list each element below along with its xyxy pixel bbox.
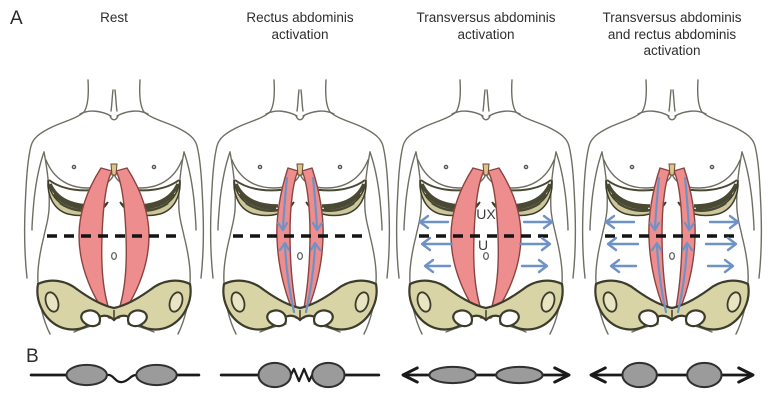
- muscle-schematic: [589, 361, 755, 389]
- nipple-right: [709, 164, 715, 170]
- nipple-left: [629, 164, 635, 170]
- sternal-notch: [109, 115, 119, 121]
- schematic-rectus-activation: [219, 361, 381, 389]
- nipple-right: [337, 164, 343, 170]
- tendon-top: [668, 163, 676, 176]
- row-a-label: A: [10, 8, 23, 29]
- panel-title: Rest: [100, 10, 128, 25]
- horizontal-outward-arrows: [604, 214, 740, 274]
- pectoral-left: [45, 159, 115, 189]
- pectoral-right: [485, 159, 555, 189]
- sternal-notch: [667, 115, 677, 121]
- nipple-right: [523, 164, 529, 170]
- torso-illustration: [23, 79, 205, 335]
- clavicle-left: [637, 110, 670, 117]
- clavicle-left: [79, 110, 112, 117]
- tendon-top: [110, 163, 118, 176]
- sternal-notch: [481, 115, 491, 121]
- panel-title: Transversus abdominis and rectus abdomin…: [602, 10, 742, 59]
- clavicle-right: [116, 110, 149, 117]
- clavicle-right: [674, 110, 707, 117]
- overlay-label-top: UX: [476, 206, 496, 222]
- condition-panel-3: Transversus abdominis activation: [393, 0, 579, 413]
- torso-illustration: UX U: [395, 79, 577, 335]
- torso-illustration: [209, 79, 391, 335]
- schematic-rest: [29, 363, 201, 387]
- schematic-transversus-activation: [401, 365, 571, 385]
- ribs-left: [605, 179, 667, 217]
- pelvis: [408, 279, 564, 331]
- clavicle-right: [302, 110, 335, 117]
- sternal-notch: [295, 115, 305, 121]
- nipple-right: [151, 164, 157, 170]
- ribs-right: [305, 179, 367, 217]
- condition-panel-4: Transversus abdominis and rectus abdomin…: [579, 0, 765, 413]
- condition-panel-1: Rest: [21, 0, 207, 413]
- pectoral-right: [113, 159, 183, 189]
- horizontal-outward-arrows: [418, 214, 554, 274]
- row-b-label: B: [26, 346, 39, 367]
- muscle-schematic: [29, 363, 201, 387]
- condition-panel-2: Rectus abdominis activation: [207, 0, 393, 413]
- muscle-schematic: [219, 361, 381, 389]
- overlay-label-bottom: U: [478, 237, 488, 253]
- nipple-left: [443, 164, 449, 170]
- body-outline: [23, 79, 205, 335]
- pectoral-left: [417, 159, 487, 189]
- panel-title: Rectus abdominis activation: [246, 10, 354, 42]
- pectoral-left: [603, 159, 673, 189]
- pectoral-right: [299, 159, 369, 189]
- ribs-right: [677, 179, 739, 217]
- pelvis: [222, 279, 378, 331]
- navel: [110, 251, 118, 261]
- clavicle-left: [265, 110, 298, 117]
- navel: [482, 251, 490, 261]
- rectus-abdominis-relaxed: [78, 167, 150, 319]
- pectoral-right: [671, 159, 741, 189]
- pelvis: [36, 279, 192, 331]
- torso-illustration: [581, 79, 763, 335]
- vertical-contraction-arrows: [648, 176, 696, 314]
- tendon-top: [296, 163, 304, 176]
- vertical-contraction-arrows: [276, 176, 324, 314]
- navel: [668, 251, 676, 261]
- panel-title: Transversus abdominis activation: [416, 10, 556, 42]
- schematic-combined-activation: [589, 361, 755, 389]
- muscle-schematic: [401, 365, 571, 385]
- pelvis: [594, 279, 750, 331]
- navel: [296, 251, 304, 261]
- pectoral-left: [231, 159, 301, 189]
- nipple-left: [257, 164, 263, 170]
- tendon-top: [482, 163, 490, 176]
- nipple-left: [71, 164, 77, 170]
- clavicle-left: [451, 110, 484, 117]
- clavicle-right: [488, 110, 521, 117]
